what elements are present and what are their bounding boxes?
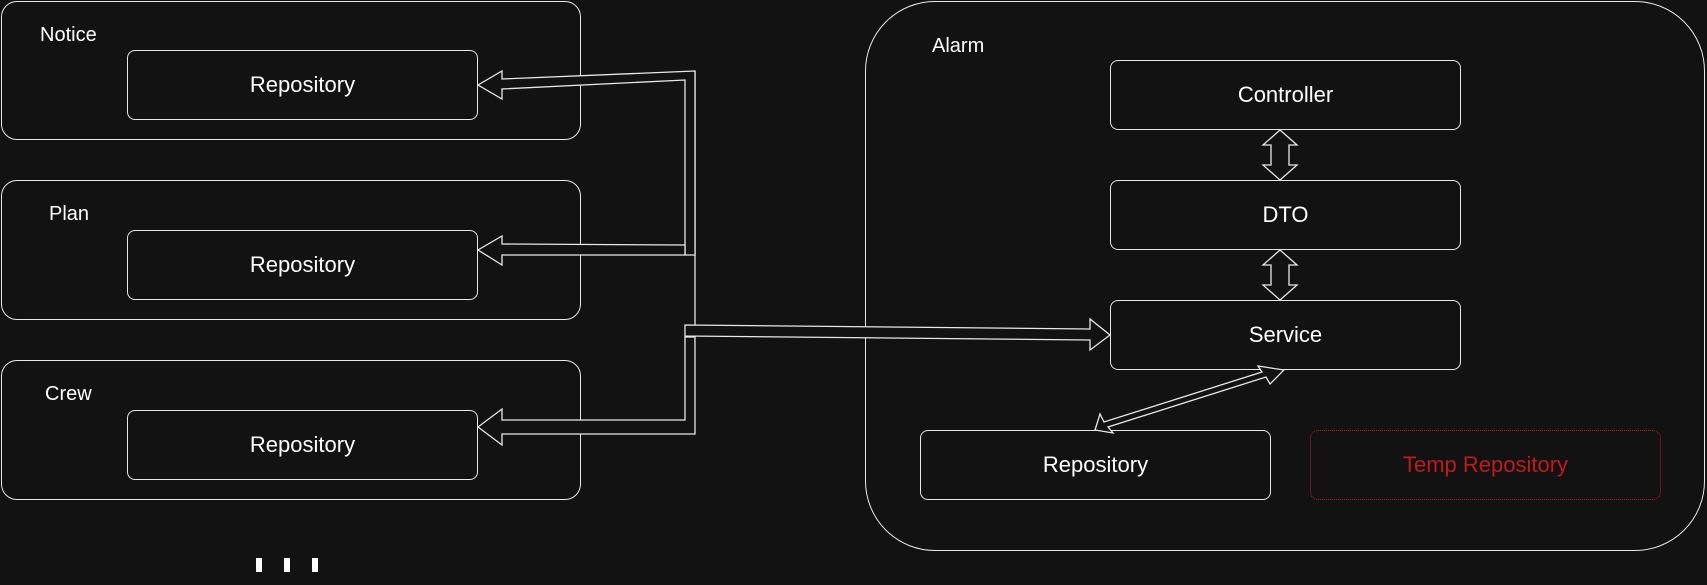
temp-repository-box: Temp Repository [1310, 430, 1661, 500]
notice-repository-box: Repository [127, 50, 478, 120]
dto-box: DTO [1110, 180, 1461, 250]
plan-repository-box: Repository [127, 230, 478, 300]
more-modules-ellipsis [256, 558, 318, 572]
ellipsis-dot [312, 558, 318, 572]
connector-controller-dto [1261, 129, 1299, 181]
crew-module-title: Crew [45, 383, 92, 405]
connector-hub-to-notice [476, 71, 696, 447]
service-box: Service [1110, 300, 1461, 370]
connector-hub-to-plan [476, 234, 686, 267]
alarm-module: Alarm [865, 1, 1705, 551]
controller-box: Controller [1110, 60, 1461, 130]
alarm-repository-box: Repository [920, 430, 1271, 500]
notice-module: Notice [1, 1, 581, 140]
ellipsis-dot [256, 558, 262, 572]
crew-repository-box: Repository [127, 410, 478, 480]
notice-module-title: Notice [40, 24, 97, 46]
plan-module-title: Plan [49, 203, 90, 225]
connector-service-repository [1094, 365, 1286, 434]
ellipsis-dot [284, 558, 290, 572]
connector-hub-to-service [684, 317, 1112, 352]
connector-dto-service [1261, 249, 1299, 301]
connector-hub-to-notice-top [476, 69, 696, 256]
alarm-module-title: Alarm [932, 35, 985, 57]
